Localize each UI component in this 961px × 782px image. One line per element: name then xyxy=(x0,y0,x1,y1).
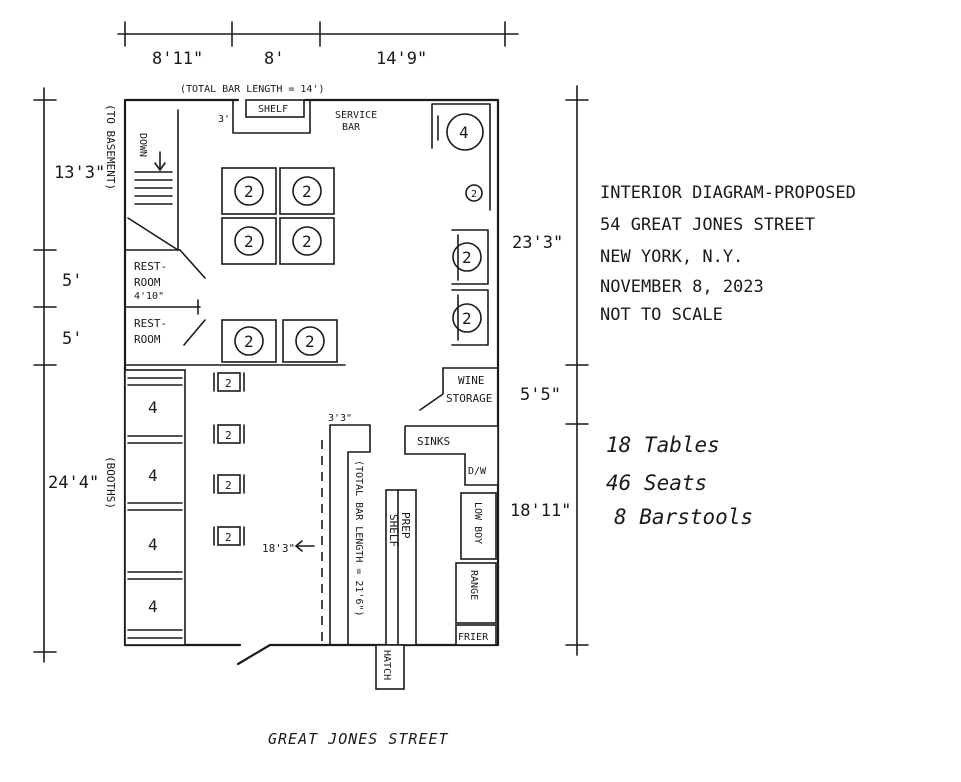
center-table-seat: 2 xyxy=(302,232,312,251)
prep-shelf xyxy=(385,489,417,646)
dim-service-bar-depth: 3' xyxy=(218,114,230,125)
restroom-2-label-2: ROOM xyxy=(134,333,161,346)
sinks-counter xyxy=(404,425,499,486)
shelf-label: SHELF xyxy=(258,104,288,115)
left-dimension-line xyxy=(33,87,57,663)
low-boy xyxy=(460,492,497,560)
dim-right-2: 5'5" xyxy=(520,385,561,405)
booth-seat: 4 xyxy=(148,535,158,554)
title-line: NOVEMBER 8, 2023 xyxy=(600,277,764,297)
stairs xyxy=(127,109,179,251)
total-barstools: 8 Barstools xyxy=(614,505,753,529)
dim-restroom-width: 4'10" xyxy=(134,291,164,302)
right-table-seat: 2 xyxy=(471,189,477,200)
dw-label: D/W xyxy=(468,466,487,477)
center-table-seat: 2 xyxy=(244,182,254,201)
restrooms xyxy=(124,249,346,366)
wine-storage-wall xyxy=(419,367,444,411)
center-table-grid xyxy=(221,167,335,265)
service-bar-label-2: BAR xyxy=(342,122,361,133)
frier xyxy=(455,624,497,646)
dim-left-3: 5' xyxy=(62,329,82,349)
street-label: GREAT JONES STREET xyxy=(268,730,449,748)
wine-storage-label-1: WINE xyxy=(458,374,485,387)
right-dimension-line xyxy=(565,85,589,656)
range-label: RANGE xyxy=(468,570,479,600)
right-banquette xyxy=(431,103,491,346)
booth-seat: 4 xyxy=(148,597,158,616)
right-table-seat: 4 xyxy=(459,123,469,142)
dim-right-3: 18'11" xyxy=(510,501,571,521)
service-bar-label-1: SERVICE xyxy=(335,110,377,121)
service-bar xyxy=(232,99,311,134)
right-table-seat: 2 xyxy=(462,248,472,267)
dim-top-1: 8'11" xyxy=(152,49,203,69)
restroom-1-label-2: ROOM xyxy=(134,276,161,289)
restroom-side-tables xyxy=(221,319,338,363)
center-table-seat: 2 xyxy=(244,232,254,251)
dim-bar-return: 3'3" xyxy=(328,413,352,424)
sinks-label: SINKS xyxy=(417,435,450,448)
dim-bar-to-booths: 18'3" xyxy=(262,542,295,555)
dim-left-1: 13'3" xyxy=(54,163,105,183)
booths-label: (BOOTHS) xyxy=(104,456,117,509)
restroom-table-seat: 2 xyxy=(244,332,254,351)
booths xyxy=(124,369,186,646)
to-basement-label: (TO BASEMENT) xyxy=(104,104,117,190)
small-table-seat: 2 xyxy=(225,429,232,442)
dim-right-1: 23'3" xyxy=(512,233,563,253)
dim-top-2: 8' xyxy=(264,49,284,69)
main-bar xyxy=(295,424,371,646)
restroom-1-label-1: REST- xyxy=(134,260,167,273)
prep-shelf-label-1: PREP xyxy=(399,512,412,539)
wine-storage-label-2: STORAGE xyxy=(446,392,492,405)
booth-seat: 4 xyxy=(148,466,158,485)
title-line: NEW YORK, N.Y. xyxy=(600,247,743,267)
center-table-seat: 2 xyxy=(302,182,312,201)
title-line: INTERIOR DIAGRAM-PROPOSED xyxy=(600,183,856,203)
top-dimension-line xyxy=(117,21,519,47)
booth-seat: 4 xyxy=(148,398,158,417)
total-bar-length-top: (TOTAL BAR LENGTH = 14') xyxy=(180,84,325,95)
dim-left-2: 5' xyxy=(62,271,82,291)
dim-left-4: 24'4" xyxy=(48,473,99,493)
low-boy-label: LOW BOY xyxy=(472,502,483,544)
total-tables: 18 Tables xyxy=(606,433,720,457)
small-table-seat: 2 xyxy=(225,531,232,544)
small-tables xyxy=(213,372,245,546)
total-bar-length-main: (TOTAL BAR LENGTH = 21'6") xyxy=(353,460,364,617)
range xyxy=(455,562,497,624)
small-table-seat: 2 xyxy=(225,377,232,390)
small-table-seat: 2 xyxy=(225,479,232,492)
hatch-label: HATCH xyxy=(381,650,392,680)
total-seats: 46 Seats xyxy=(606,471,707,495)
frier-label: FRIER xyxy=(458,632,489,643)
restroom-table-seat: 2 xyxy=(305,332,315,351)
hatch xyxy=(375,644,405,690)
down-label: DOWN xyxy=(137,133,148,157)
right-table-seat: 2 xyxy=(462,309,472,328)
restroom-2-label-1: REST- xyxy=(134,317,167,330)
title-line: 54 GREAT JONES STREET xyxy=(600,215,815,235)
title-line: NOT TO SCALE xyxy=(600,305,723,325)
prep-shelf-label-2: SHELF xyxy=(387,514,400,547)
dim-top-3: 14'9" xyxy=(376,49,427,69)
